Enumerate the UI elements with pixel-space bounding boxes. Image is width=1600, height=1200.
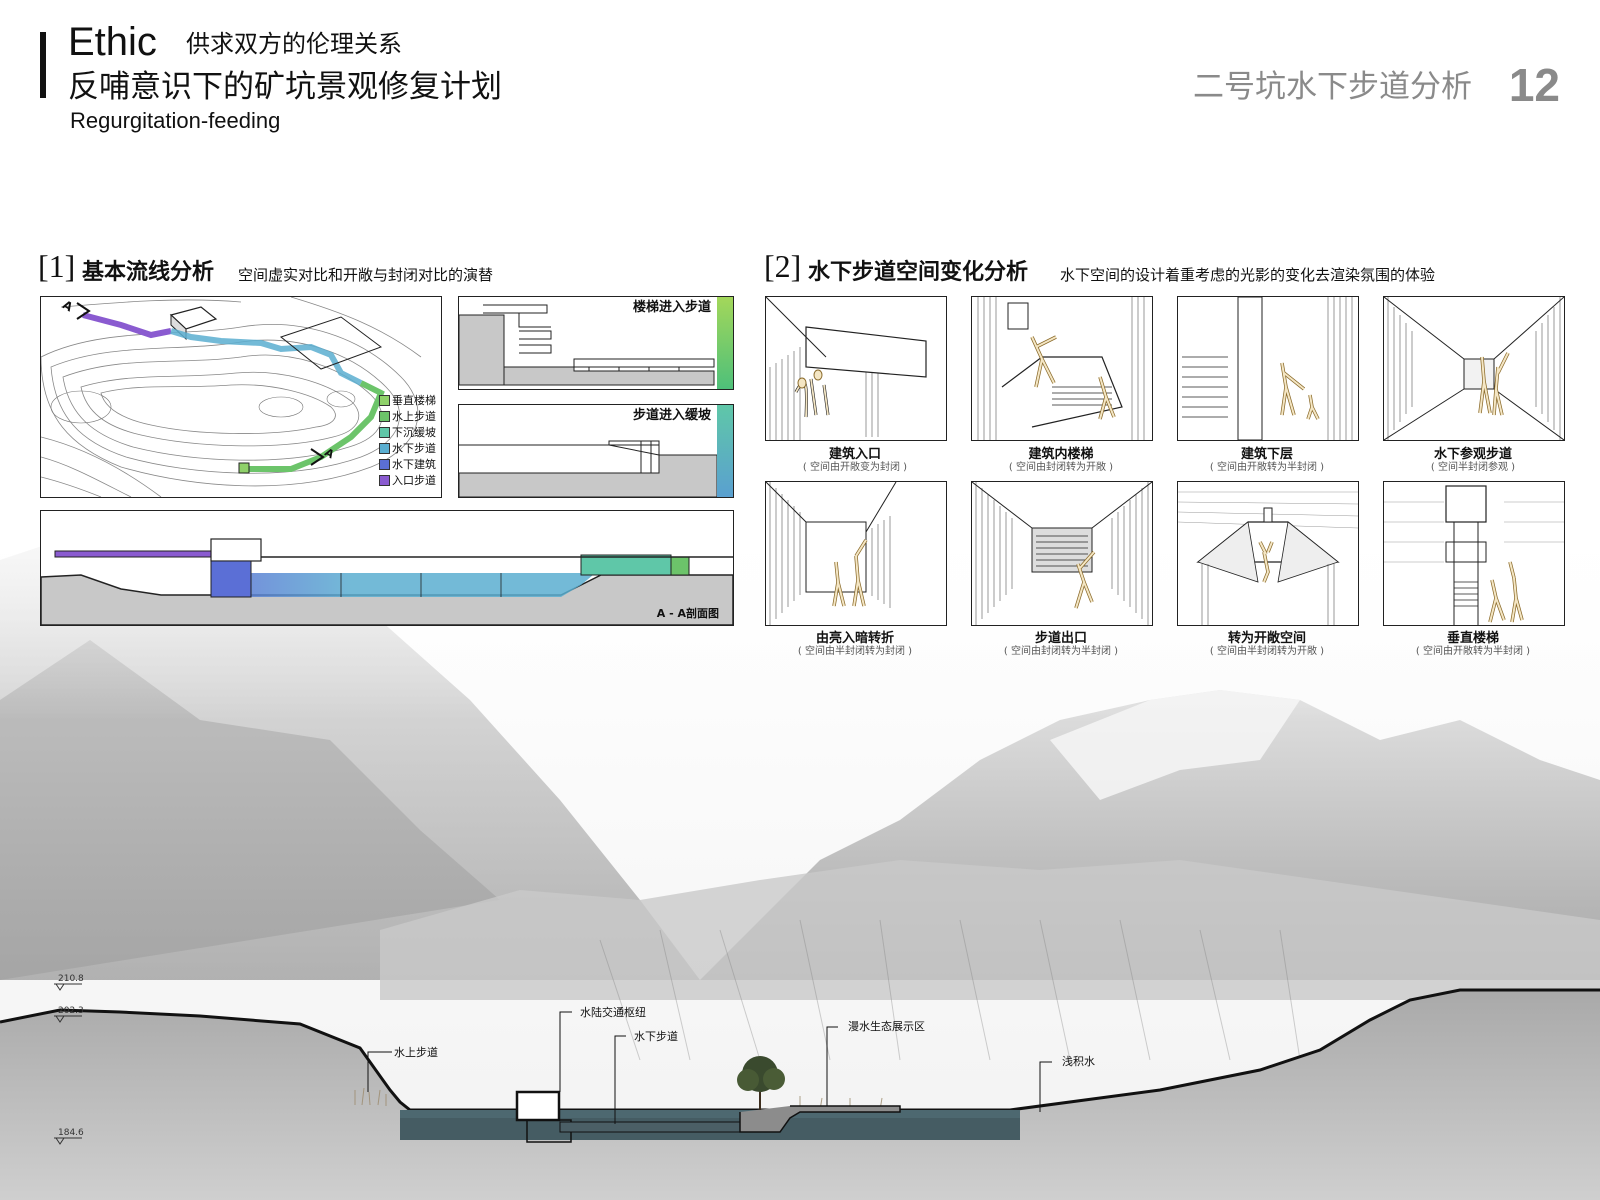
elevation-label: 202.3: [58, 1006, 84, 1016]
cell-caption: 步道出口: [1034, 631, 1087, 646]
cell-subcaption: ( 空间由半封闭转为开敞 ): [1209, 646, 1325, 657]
legend-swatch: [379, 459, 390, 470]
sketch-drawing: [1384, 485, 1564, 625]
cell-caption: 转为开敞空间: [1227, 631, 1306, 646]
legend-item: 下沉缓坡: [379, 427, 436, 438]
contour-plan-drawing: [41, 297, 422, 497]
header-title-cn: 反哺意识下的矿坑景观修复计划: [68, 69, 502, 105]
cell-caption: 建筑下层: [1240, 447, 1293, 462]
page-number: 12: [1508, 59, 1560, 111]
section2-desc: 水下空间的设计着重考虑的光影的变化去渲染氛围的体验: [1060, 266, 1436, 284]
slope-section-panel: 步道进入缓坡: [458, 404, 734, 498]
header-ethic: Ethic: [68, 20, 157, 64]
section2-title: 水下步道空间变化分析: [808, 260, 1029, 285]
section2-number: [2]: [764, 248, 802, 284]
stair-section-panel: 楼梯进入步道: [458, 296, 734, 390]
sketch-drawing: [766, 482, 897, 625]
slope-section-drawing: [459, 405, 733, 497]
annotation-water-walkway: 水上步道: [394, 1046, 438, 1059]
cell-caption: 由亮入暗转折: [815, 631, 894, 646]
sketch-drawing: [1178, 491, 1358, 625]
legend-swatch: [379, 475, 390, 486]
space-view-building-entrance: [765, 296, 947, 441]
section1-desc: 空间虚实对比和开敞与封闭对比的演替: [238, 266, 494, 284]
space-view-building-stair: [971, 296, 1153, 441]
section1-title: 基本流线分析: [82, 260, 215, 285]
aa-section-drawing: [41, 538, 733, 625]
cell-subcaption: ( 空间由半封闭转为封闭 ): [797, 646, 913, 657]
cell-caption: 水下参观步道: [1433, 447, 1512, 462]
sketch-drawing: [1384, 297, 1564, 440]
title-accent-bar: [40, 32, 46, 98]
annotation-ecological-display: 漫水生态展示区: [848, 1020, 925, 1033]
space-view-vertical-stair: [1383, 481, 1565, 626]
header-title-en: Regurgitation-feeding: [70, 108, 281, 133]
annotation-shallow-water: 浅积水: [1062, 1055, 1095, 1068]
section1-number: [1]: [38, 248, 76, 284]
sketch-drawing: [1182, 297, 1353, 440]
legend-swatch: [379, 443, 390, 454]
header-subtitle: 供求双方的伦理关系: [186, 30, 402, 58]
stair-panel-label: 楼梯进入步道: [632, 300, 711, 315]
cell-subcaption: ( 空间由封闭转为开敞 ): [1008, 462, 1114, 473]
space-view-light-to-dark: [765, 481, 947, 626]
aa-section-panel: A - A剖面图: [40, 510, 734, 626]
space-view-building-lower-level: [1177, 296, 1359, 441]
cell-caption: 垂直楼梯: [1446, 631, 1499, 646]
elevation-label: 184.6: [58, 1128, 84, 1138]
space-view-walkway-exit: [971, 481, 1153, 626]
legend-item: 入口步道: [379, 475, 436, 486]
legend-item: 水上步道: [379, 411, 436, 422]
stair-section-drawing: [459, 297, 733, 389]
elevation-label: 210.8: [58, 974, 84, 984]
cell-subcaption: ( 空间半封闭参观 ): [1430, 462, 1516, 473]
legend-item: 水下建筑: [379, 459, 436, 470]
legend-item: 水下步道: [379, 443, 436, 454]
legend-swatch: [379, 427, 390, 438]
legend-item: 垂直楼梯: [379, 395, 436, 406]
sketch-drawing: [766, 297, 946, 440]
flowline-plan-panel: A A 垂直楼梯 水上步道 下沉缓坡 水下步道 水下建筑 入口步道: [40, 296, 442, 498]
legend-swatch: [379, 411, 390, 422]
sketch-drawing: [977, 297, 1145, 440]
cell-subcaption: ( 空间由开敞转为半封闭 ): [1209, 462, 1325, 473]
cell-subcaption: ( 空间由开敞变为封闭 ): [802, 462, 908, 473]
sketch-drawing: [972, 482, 1152, 625]
page-title: 二号坑水下步道分析: [1193, 69, 1472, 105]
cell-subcaption: ( 空间由封闭转为半封闭 ): [1003, 646, 1119, 657]
cell-caption: 建筑入口: [828, 447, 881, 462]
cell-subcaption: ( 空间由开敞转为半封闭 ): [1415, 646, 1531, 657]
cell-caption: 建筑内楼梯: [1028, 447, 1094, 462]
legend-swatch: [379, 395, 390, 406]
annotation-underwater-walkway: 水下步道: [634, 1030, 678, 1043]
space-view-underwater-walkway: [1383, 296, 1565, 441]
annotation-transport-hub: 水陆交通枢纽: [580, 1006, 646, 1019]
space-view-open-space: [1177, 481, 1359, 626]
slope-panel-label: 步道进入缓坡: [632, 408, 711, 423]
aa-section-label: A - A剖面图: [656, 607, 719, 620]
